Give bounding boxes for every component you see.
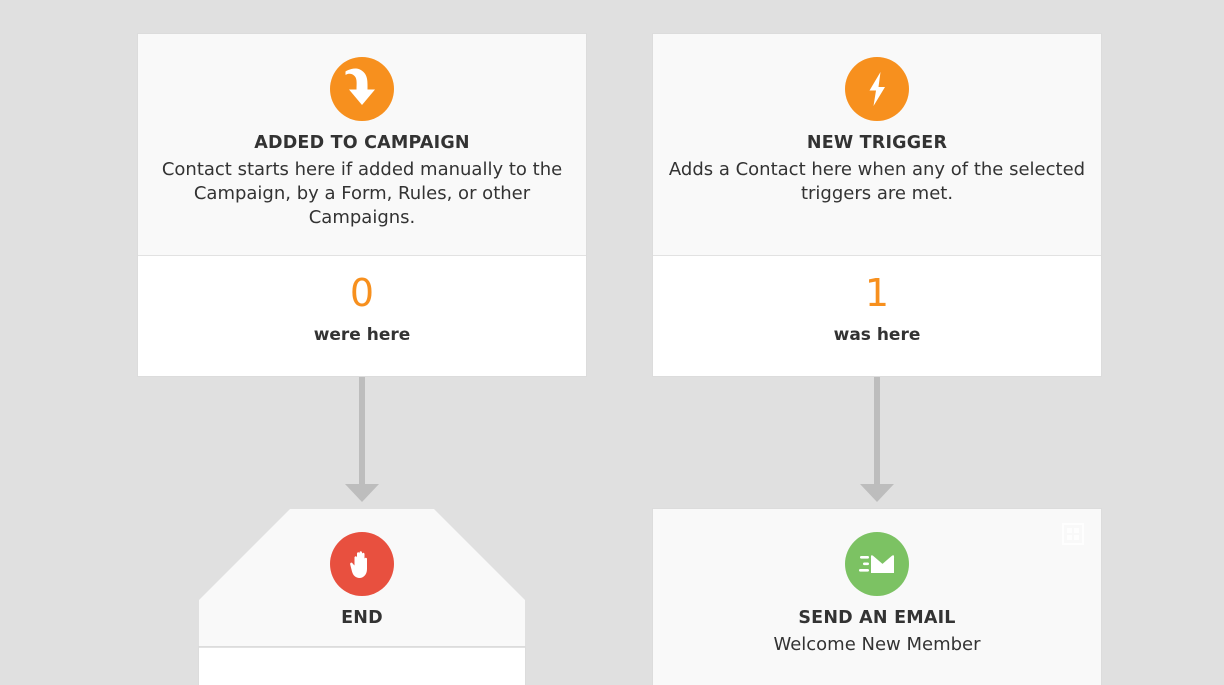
node-end[interactable]: END (199, 509, 525, 685)
stat-label: were here (313, 325, 411, 345)
grid-drag-handle-glyph (1062, 523, 1084, 545)
stat-label: was here (833, 325, 921, 345)
grid-drag-handle-icon[interactable] (1062, 523, 1084, 545)
stop-hand-glyph (350, 551, 367, 578)
node-title: NEW TRIGGER (806, 133, 948, 153)
curved-arrow-down-glyph (345, 68, 375, 105)
node-end-stats-strip (199, 647, 525, 685)
stat-value: 1 (864, 271, 890, 315)
lightning-bolt-glyph (869, 72, 885, 106)
connector-line-added-to-end (359, 377, 365, 487)
node-title: SEND AN EMAIL (798, 608, 956, 628)
node-send-an-email-body: SEND AN EMAIL Welcome New Member (653, 509, 1101, 685)
lightning-bolt-icon (845, 57, 909, 121)
node-description: Contact starts here if added manually to… (161, 158, 563, 228)
send-email-icon (845, 532, 909, 596)
node-new-trigger[interactable]: NEW TRIGGER Adds a Contact here when any… (653, 34, 1101, 376)
node-added-to-campaign-body: ADDED TO CAMPAIGN Contact starts here if… (138, 34, 586, 255)
node-stats-strip: 0 were here (138, 255, 586, 376)
node-new-trigger-body: NEW TRIGGER Adds a Contact here when any… (653, 34, 1101, 255)
node-title: END (341, 608, 383, 628)
connector-line-trigger-to-email (874, 377, 880, 487)
node-end-shape: END (199, 509, 525, 647)
curved-arrow-down-icon (330, 57, 394, 121)
stop-hand-icon (330, 532, 394, 596)
arrow-head-icon (345, 484, 379, 502)
node-send-an-email[interactable]: SEND AN EMAIL Welcome New Member (653, 509, 1101, 685)
node-title: ADDED TO CAMPAIGN (254, 133, 470, 153)
arrow-head-icon (860, 484, 894, 502)
node-subtitle: Welcome New Member (773, 633, 981, 655)
stat-value: 0 (349, 271, 375, 315)
node-description: Adds a Contact here when any of the sele… (668, 158, 1086, 204)
node-stats-strip: 1 was here (653, 255, 1101, 376)
send-email-glyph (859, 555, 895, 573)
node-added-to-campaign[interactable]: ADDED TO CAMPAIGN Contact starts here if… (138, 34, 586, 376)
node-end-content: END (199, 532, 525, 630)
